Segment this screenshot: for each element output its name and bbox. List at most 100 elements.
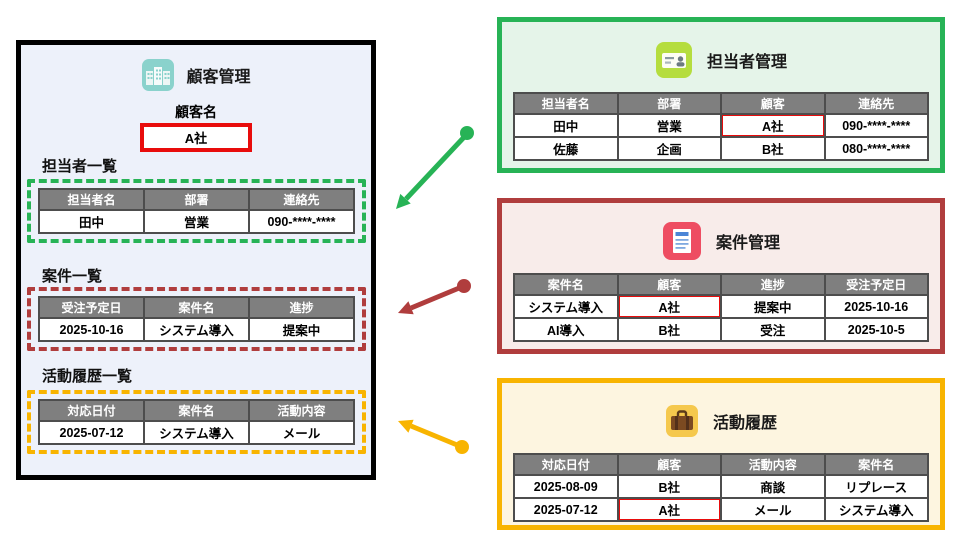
table-cell: 2025-10-16 [823, 294, 929, 319]
activity-list-heading: 活動履歴一覧 [42, 368, 133, 385]
customer-name-highlight-box: A社 [140, 123, 252, 152]
buildings-icon [141, 58, 175, 92]
table-cell: 提案中 [248, 317, 355, 342]
deal-management-panel: 案件管理 案件名 顧客 進捗 受注予定日 システム導入 A社 提案中 2025-… [497, 198, 945, 354]
table-cell: システム導入 [143, 420, 250, 445]
panel-title: 活動履歴 [712, 415, 777, 432]
staff-panel-title-row: 担当者管理 [502, 39, 940, 81]
highlighted-customer-cell: A社 [720, 113, 826, 138]
column-header: 顧客 [720, 92, 826, 115]
deal-table: 案件名 顧客 進捗 受注予定日 システム導入 A社 提案中 2025-10-16… [513, 273, 929, 342]
customer-deal-table: 受注予定日 案件名 進捗 2025-10-16 システム導入 提案中 [38, 296, 355, 342]
column-header: 担当者名 [38, 188, 145, 211]
table-cell: 090-****-**** [823, 113, 929, 138]
table-cell: 2025-10-16 [38, 317, 145, 342]
column-header: 案件名 [143, 399, 250, 422]
table-row: AI導入 B社 受注 2025-10-5 [513, 317, 929, 342]
table-cell: 2025-07-12 [38, 420, 145, 445]
column-header: 顧客 [616, 273, 722, 296]
column-header: 連絡先 [248, 188, 355, 211]
table-cell: 田中 [513, 113, 619, 138]
table-cell: 佐藤 [513, 136, 619, 161]
column-header: 担当者名 [513, 92, 619, 115]
table-cell: メール [248, 420, 355, 445]
staff-management-panel: 担当者管理 担当者名 部署 顧客 連絡先 田中 営業 A社 090-****-*… [497, 17, 945, 173]
column-header: 受注予定日 [38, 296, 145, 319]
table-row: 田中 営業 A社 090-****-**** [513, 113, 929, 138]
table-cell: 090-****-**** [248, 209, 355, 234]
table-cell: 田中 [38, 209, 145, 234]
table-cell: メール [720, 497, 826, 522]
column-header: 顧客 [616, 453, 722, 476]
panel-title: 担当者管理 [706, 54, 787, 71]
highlighted-customer-cell: A社 [616, 294, 722, 319]
table-cell: リプレース [823, 474, 929, 499]
table-row: 佐藤 企画 B社 080-****-**** [513, 136, 929, 161]
table-row: システム導入 A社 提案中 2025-10-16 [513, 294, 929, 319]
table-cell: AI導入 [513, 317, 619, 342]
column-header: 活動内容 [720, 453, 826, 476]
column-header: 案件名 [513, 273, 619, 296]
deal-list-dashed-box: 受注予定日 案件名 進捗 2025-10-16 システム導入 提案中 [27, 287, 366, 351]
staff-list-heading: 担当者一覧 [42, 158, 118, 175]
briefcase-icon [665, 404, 699, 438]
column-header: 部署 [616, 92, 722, 115]
deal-link-arrow [398, 279, 471, 315]
panel-title: 案件管理 [715, 235, 780, 252]
table-header-row: 担当者名 部署 連絡先 [38, 188, 355, 211]
table-header-row: 案件名 顧客 進捗 受注予定日 [513, 273, 929, 296]
column-header: 進捗 [720, 273, 826, 296]
staff-link-arrow [396, 126, 474, 209]
table-row: 2025-07-12 システム導入 メール [38, 420, 355, 445]
table-row: 2025-07-12 A社 メール システム導入 [513, 497, 929, 522]
table-cell: 営業 [143, 209, 250, 234]
table-cell: 2025-10-5 [823, 317, 929, 342]
table-cell: 企画 [616, 136, 722, 161]
activity-list-dashed-box: 対応日付 案件名 活動内容 2025-07-12 システム導入 メール [27, 390, 366, 454]
panel-title: 顧客管理 [186, 69, 251, 86]
table-cell: 提案中 [720, 294, 826, 319]
column-header: 対応日付 [38, 399, 145, 422]
column-header: 受注予定日 [823, 273, 929, 296]
table-cell: 2025-07-12 [513, 497, 619, 522]
customer-activity-table: 対応日付 案件名 活動内容 2025-07-12 システム導入 メール [38, 399, 355, 445]
id-card-icon [655, 41, 693, 79]
column-header: 案件名 [143, 296, 250, 319]
table-cell: システム導入 [513, 294, 619, 319]
table-cell: 営業 [616, 113, 722, 138]
table-cell: 080-****-**** [823, 136, 929, 161]
table-row: 田中 営業 090-****-**** [38, 209, 355, 234]
table-cell: 2025-08-09 [513, 474, 619, 499]
customer-name-label: 顧客名 [175, 104, 217, 120]
table-header-row: 受注予定日 案件名 進捗 [38, 296, 355, 319]
customer-panel-title-row: 顧客管理 [21, 58, 371, 92]
activity-link-arrow [398, 419, 469, 454]
column-header: 活動内容 [248, 399, 355, 422]
staff-table: 担当者名 部署 顧客 連絡先 田中 営業 A社 090-****-**** 佐藤… [513, 92, 929, 161]
column-header: 部署 [143, 188, 250, 211]
table-header-row: 担当者名 部署 顧客 連絡先 [513, 92, 929, 115]
table-cell: B社 [616, 317, 722, 342]
table-cell: B社 [616, 474, 722, 499]
staff-list-dashed-box: 担当者名 部署 連絡先 田中 営業 090-****-**** [27, 179, 366, 243]
table-row: 2025-08-09 B社 商談 リプレース [513, 474, 929, 499]
table-row: 2025-10-16 システム導入 提案中 [38, 317, 355, 342]
column-header: 進捗 [248, 296, 355, 319]
column-header: 対応日付 [513, 453, 619, 476]
column-header: 連絡先 [823, 92, 929, 115]
activity-history-panel: 活動履歴 対応日付 顧客 活動内容 案件名 2025-08-09 B社 商談 リ… [497, 378, 945, 530]
table-cell: B社 [720, 136, 826, 161]
column-header: 案件名 [823, 453, 929, 476]
deal-list-heading: 案件一覧 [42, 268, 103, 285]
deal-panel-title-row: 案件管理 [502, 220, 940, 262]
table-header-row: 対応日付 案件名 活動内容 [38, 399, 355, 422]
customer-staff-table: 担当者名 部署 連絡先 田中 営業 090-****-**** [38, 188, 355, 234]
table-header-row: 対応日付 顧客 活動内容 案件名 [513, 453, 929, 476]
activity-table: 対応日付 顧客 活動内容 案件名 2025-08-09 B社 商談 リプレース … [513, 453, 929, 522]
table-cell: システム導入 [143, 317, 250, 342]
document-icon [662, 221, 702, 261]
activity-panel-title-row: 活動履歴 [502, 400, 940, 442]
table-cell: 商談 [720, 474, 826, 499]
table-cell: 受注 [720, 317, 826, 342]
